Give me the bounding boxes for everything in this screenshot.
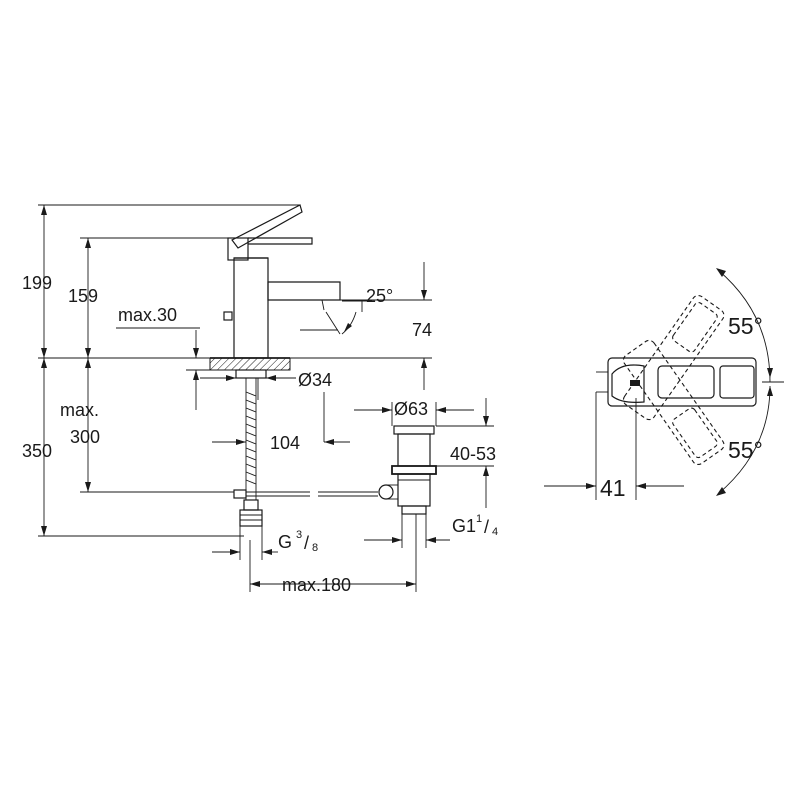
drain-rod-ball [378, 484, 394, 500]
diameter-63-dimension [354, 402, 474, 426]
dim-55-degrees-top: 55° [728, 313, 763, 339]
dim-thread-g1-slash: / [484, 517, 489, 537]
basin-section [209, 357, 291, 371]
dim-thread-g-denominator: 8 [312, 542, 318, 554]
braided-hose [245, 391, 257, 485]
mounting-nut [235, 369, 267, 379]
spout-dimensions [290, 262, 432, 390]
dim-diameter-34: Ø34 [298, 370, 332, 390]
dim-350: 350 [22, 441, 52, 461]
top-view-handle [607, 357, 757, 407]
thread-g38-dimension [212, 526, 278, 560]
thread-g114-dimension [364, 514, 450, 548]
lever-handle [231, 204, 303, 249]
range-40-53-dimension [436, 398, 494, 508]
dim-300: 300 [70, 427, 100, 447]
dim-thread-g1: G1 [452, 516, 476, 536]
dim-max-30: max.30 [118, 305, 177, 325]
projection-104-dimension [212, 439, 350, 445]
dim-74: 74 [412, 320, 432, 340]
dim-diameter-63: Ø63 [394, 399, 428, 419]
drain-nut [391, 465, 437, 475]
dim-thread-g1-numerator: 1 [476, 513, 482, 525]
faucet-body [233, 257, 269, 359]
vertical-dimensions [38, 204, 300, 537]
lever-hub [227, 237, 249, 261]
spout [267, 281, 341, 301]
dim-199: 199 [22, 273, 52, 293]
pop-up-knob [223, 311, 233, 321]
hose-connector [239, 509, 263, 527]
dim-55-degrees-bottom: 55° [728, 437, 763, 463]
dim-40-53: 40-53 [450, 444, 496, 464]
dim-thread-g-slash: / [304, 533, 309, 553]
dim-thread-g-numerator: 3 [296, 529, 302, 541]
dim-41: 41 [600, 475, 626, 501]
diameter-34-dimension [200, 375, 325, 442]
faucet-side-view [209, 204, 378, 527]
drain-flange [393, 425, 435, 435]
drain-assembly [378, 425, 437, 515]
dim-159: 159 [68, 286, 98, 306]
dim-25-degrees: 25° [366, 286, 393, 306]
max-180-dimension [249, 514, 417, 592]
dim-max-180: max.180 [282, 575, 351, 595]
dim-thread-g: G [278, 532, 292, 552]
dim-104: 104 [270, 433, 300, 453]
dim-thread-g1-denominator: 4 [492, 526, 498, 538]
dim-max-label: max. [60, 400, 99, 420]
faucet-top-view [544, 268, 784, 500]
